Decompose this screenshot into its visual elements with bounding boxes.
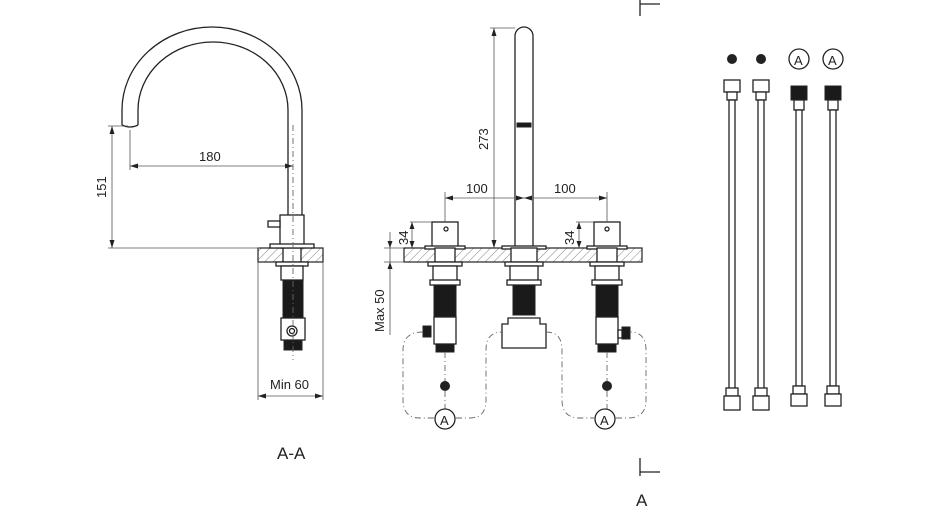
hose-4 [824, 85, 842, 407]
dimension-min-width: Min 60 [257, 262, 324, 400]
side-view-faucet [121, 26, 324, 360]
connection-dot-icon [440, 381, 450, 391]
hose-2 [752, 79, 770, 411]
a-marker-icon [822, 48, 844, 70]
dot-marker-icon [756, 54, 766, 64]
hose-marker-label: A [794, 53, 803, 68]
connection-dot-icon [602, 381, 612, 391]
dimension-handle-height: 34 34 [396, 221, 594, 248]
section-marker-label: A [636, 491, 648, 510]
front-view-faucet: A A [402, 26, 647, 430]
right-valve [586, 221, 631, 353]
connection-a-marker-icon [434, 408, 456, 430]
dimension-label: 34 [396, 231, 411, 245]
section-cut-marker: A [636, 0, 660, 510]
connection-marker-label: A [600, 413, 609, 428]
dot-marker-icon [727, 54, 737, 64]
dimension-spout-reach: 180 [129, 130, 293, 170]
connection-hoses: A A [723, 48, 844, 411]
dimension-label: 100 [466, 181, 488, 196]
connection-a-marker-icon [594, 408, 616, 430]
dimension-label: 151 [94, 176, 109, 198]
dimension-spout-total-height: 273 [476, 27, 515, 248]
dimension-label: 180 [199, 149, 221, 164]
dimension-label: Min 60 [270, 377, 309, 392]
hose-1 [723, 79, 741, 411]
a-marker-icon [788, 48, 810, 70]
dimension-spout-height: 151 [94, 125, 260, 249]
connection-marker-label: A [440, 413, 449, 428]
dimension-label: Max 50 [372, 289, 387, 332]
dimension-deck-thickness: Max 50 [372, 232, 404, 335]
dimension-label: 34 [562, 231, 577, 245]
center-valve [501, 245, 547, 349]
hose-3 [790, 85, 808, 407]
dimension-spacing: 100 100 [444, 181, 608, 222]
hose-marker-label: A [828, 53, 837, 68]
dimension-label: 100 [554, 181, 576, 196]
dimension-label: 273 [476, 128, 491, 150]
left-valve [422, 221, 466, 353]
section-view-label: A-A [277, 444, 306, 463]
